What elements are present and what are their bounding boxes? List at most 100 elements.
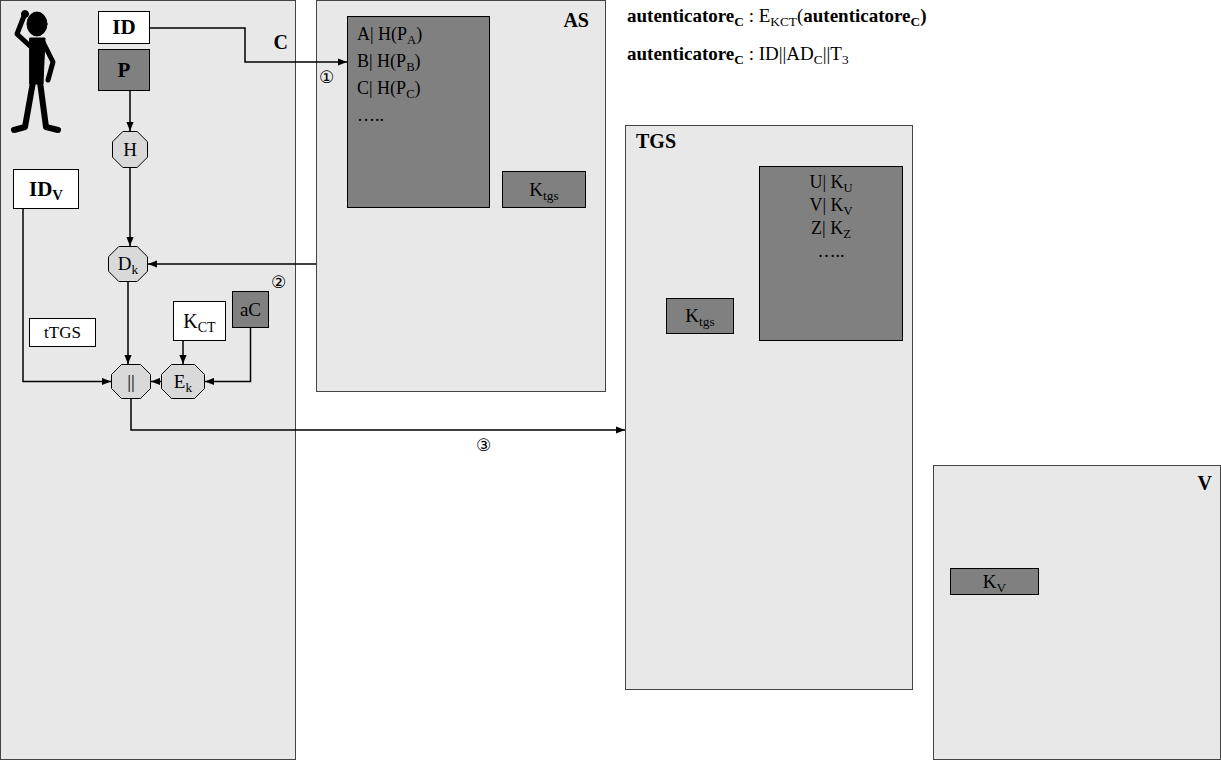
text-part: autenticatore — [627, 5, 734, 26]
text-part: C — [734, 14, 744, 29]
callout-anchor: ③ — [476, 436, 491, 455]
text-part: : ID||AD — [744, 43, 814, 64]
table-row: U| KU — [809, 171, 852, 194]
panel-title: TGS — [636, 130, 912, 153]
operation-octagon: Ek — [161, 364, 205, 399]
node-label: Ktgs — [529, 179, 558, 201]
text-part: K — [983, 571, 997, 592]
text-part: V — [52, 187, 63, 203]
table-row: A| H(PA) — [357, 21, 422, 48]
text-part: tgs — [543, 188, 559, 203]
text-part: ) — [416, 24, 422, 44]
text-part: k — [132, 262, 139, 277]
node-label: || — [127, 371, 135, 393]
text-part: ) — [415, 78, 421, 98]
node-label: P — [118, 58, 131, 82]
octagon-shape — [112, 365, 151, 399]
ticket-box: tTGS — [29, 318, 96, 347]
text-part: C — [406, 87, 414, 101]
server-panel: TGS U| KUV| KVZ| KZ….. Ktgs — [625, 125, 913, 690]
node-label: KV — [983, 571, 1006, 593]
key-box: Ktgs — [666, 298, 734, 334]
octagon-shape — [113, 132, 148, 168]
note-anchor: autenticatoreC : ID||ADC||T3 — [627, 42, 849, 67]
table-row: Z| KZ — [811, 217, 851, 240]
node-label: Ktgs — [685, 305, 714, 327]
text-part: ||T — [823, 43, 842, 64]
callout-anchor: ① — [319, 68, 334, 87]
authenticator-box: aC — [232, 291, 269, 328]
text-part: tgs — [699, 314, 715, 329]
server-panel: ASA| H(PA)B| H(PB)C| H(PC)…..Ktgs — [316, 0, 606, 392]
text-part: V — [997, 580, 1007, 595]
text-part: A — [407, 33, 416, 47]
key-table: U| KUV| KVZ| KZ….. — [759, 166, 903, 341]
table-row: ….. — [357, 102, 384, 129]
text-part: CT — [198, 320, 216, 335]
secret-box: P — [98, 49, 150, 91]
table-row: C| H(PC) — [357, 75, 421, 102]
key-box: KV — [950, 568, 1039, 595]
note-text: autenticatoreC : ID||ADC||T3 — [627, 42, 849, 67]
text-part: K — [183, 310, 197, 332]
text-part: K — [529, 179, 543, 200]
node-label: H — [123, 139, 137, 161]
text-part: U — [844, 181, 853, 195]
node-label: Dk — [118, 253, 138, 275]
text-part: K — [685, 305, 699, 326]
text-part: B — [406, 60, 414, 74]
text-part: ) — [920, 5, 926, 26]
text-part: E — [174, 371, 186, 392]
text-part: ( — [797, 5, 803, 26]
password-table: A| H(PA)B| H(PB)C| H(PC)….. — [347, 16, 490, 208]
text-part: ) — [415, 51, 421, 71]
text-part: autenticatore — [803, 5, 910, 26]
client-panel: CIDPHIDVDktTGSKCTaC||Ek — [0, 0, 296, 760]
text-part: ID — [29, 177, 52, 201]
table-row: V| KV — [809, 194, 852, 217]
note-anchor: autenticatoreC : EKCT(autenticatoreC) — [627, 4, 926, 29]
node-label: IDV — [29, 177, 63, 201]
octagon-shape — [162, 365, 205, 399]
text-part: autenticatore — [627, 43, 734, 64]
note-text: autenticatoreC : EKCT(autenticatoreC) — [627, 4, 926, 29]
table-row: B| H(PB) — [357, 48, 421, 75]
panel-title: C — [1, 31, 288, 54]
operation-octagon: Dk — [108, 246, 148, 282]
callout-number: ③ — [476, 436, 491, 455]
text-part: : E — [744, 5, 770, 26]
text-part: D — [118, 253, 132, 274]
octagon-shape — [109, 247, 148, 282]
server-panel: VKV — [933, 465, 1221, 760]
text-part: 3 — [842, 52, 849, 67]
callout-number: ② — [271, 273, 286, 292]
node-label: KCT — [183, 310, 215, 333]
key-box: Ktgs — [502, 171, 586, 208]
text-part: k — [185, 380, 192, 395]
table-row: ….. — [818, 240, 845, 263]
node-label: tTGS — [44, 323, 81, 343]
input-box: ID — [98, 11, 150, 44]
key-box: KCT — [173, 301, 226, 341]
operation-octagon: || — [111, 364, 151, 399]
text-part: C| H(P — [357, 78, 406, 98]
text-part: Z — [843, 227, 851, 241]
panel-title: V — [934, 472, 1212, 495]
node-label: Ek — [174, 371, 192, 393]
callout-number: ① — [319, 68, 334, 87]
text-part: KCT — [770, 14, 797, 29]
text-part: V| K — [809, 195, 843, 215]
text-part: Z| K — [811, 218, 843, 238]
text-part: C — [814, 52, 823, 67]
text-part: C — [734, 52, 744, 67]
text-part: C — [911, 14, 921, 29]
text-part: V — [844, 204, 853, 218]
operation-octagon: H — [112, 131, 148, 168]
callout-anchor: ② — [271, 273, 286, 292]
node-label: ID — [112, 15, 135, 39]
node-label: aC — [240, 299, 261, 321]
input-box: IDV — [13, 169, 79, 209]
text-part: B| H(P — [357, 51, 406, 71]
text-part: A| H(P — [357, 24, 407, 44]
text-part: U| K — [809, 172, 843, 192]
